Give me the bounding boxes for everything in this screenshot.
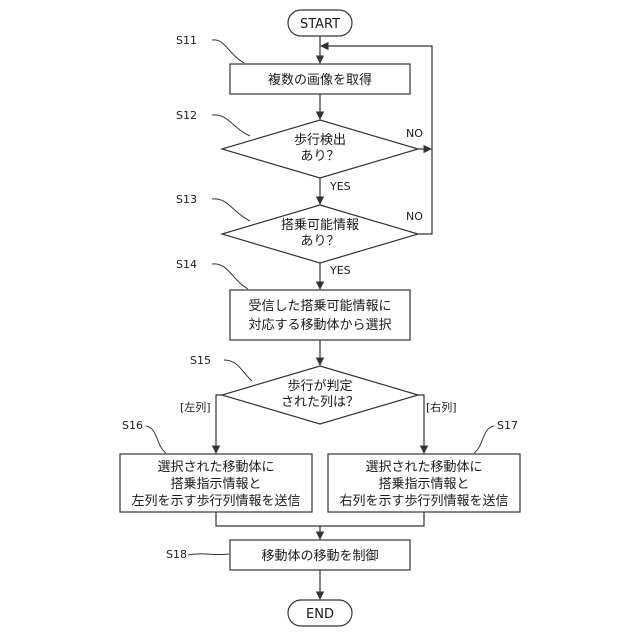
step-s15-id: S15: [190, 354, 211, 367]
step-s15-text-line2: された列は？: [281, 395, 359, 410]
step-s11-leader: [212, 40, 244, 63]
step-s14-id: S14: [176, 258, 197, 271]
step-s11-id: S11: [176, 34, 197, 47]
step-s12-text-line1: 歩行検出: [294, 133, 346, 148]
step-s16-text-line1: 選択された移動体に: [157, 460, 274, 475]
step-s17-text-line2: 搭乗指示情報と: [378, 476, 469, 492]
step-s16-text-line3: 左列を示す歩行列情報を送信: [131, 494, 300, 509]
step-s16-text-line2: 搭乗指示情報と: [170, 476, 261, 492]
step-s12-leader: [212, 115, 250, 136]
step-s12-yes-label: YES: [329, 180, 351, 193]
step-s16-id: S16: [122, 419, 143, 432]
step-s15-left-branch-label: [左列]: [180, 400, 211, 414]
step-s18: 移動体の移動を制御 S18: [166, 540, 410, 570]
step-s12-text-line2: あり？: [300, 149, 339, 164]
step-s13-text-line1: 搭乗可能情報: [281, 217, 359, 233]
step-s13: 搭乗可能情報 あり？ S13 NO YES: [176, 193, 423, 277]
step-s14-leader: [212, 264, 248, 289]
start-label: START: [300, 17, 340, 32]
step-s15-right-branch-label: [右列]: [426, 400, 457, 414]
step-s13-id: S13: [176, 193, 197, 206]
step-s13-no-label: NO: [406, 210, 423, 223]
step-s17-id: S17: [497, 419, 518, 432]
step-s17-leader: [474, 426, 494, 453]
step-s13-text-line2: あり？: [300, 234, 339, 249]
step-s14-text-line1: 受信した搭乗可能情報に: [248, 298, 391, 314]
end-label: END: [306, 607, 334, 622]
arrow-s15-right: [418, 395, 424, 453]
step-s18-leader: [188, 554, 229, 555]
step-s12-id: S12: [176, 109, 197, 122]
step-s18-text: 移動体の移動を制御: [261, 549, 378, 564]
step-s11-text: 複数の画像を取得: [268, 72, 372, 88]
end-terminal: END: [288, 600, 352, 626]
step-s12: 歩行検出 あり？ S12 NO YES: [176, 109, 423, 193]
arrow-s15-left: [216, 395, 222, 453]
step-s12-no-label: NO: [406, 127, 423, 140]
step-s13-leader: [212, 199, 250, 221]
step-s17-text-line1: 選択された移動体に: [365, 460, 482, 475]
step-s17-text-line3: 右列を示す歩行列情報を送信: [339, 494, 508, 509]
step-s18-id: S18: [166, 548, 187, 561]
step-s14: 受信した搭乗可能情報に 対応する移動体から選択 S14: [176, 258, 410, 340]
step-s11: 複数の画像を取得 S11: [176, 34, 410, 94]
step-s14-text-line2: 対応する移動体から選択: [248, 318, 391, 333]
merge-line-s16-s17: [216, 512, 424, 526]
start-terminal: START: [288, 10, 352, 36]
step-s13-yes-label: YES: [329, 264, 351, 277]
step-s15: 歩行が判定 された列は？ S15 [左列] [右列]: [180, 354, 457, 424]
step-s15-leader: [224, 360, 252, 381]
step-s16-leader: [146, 426, 166, 453]
step-s15-text-line1: 歩行が判定: [287, 379, 352, 394]
